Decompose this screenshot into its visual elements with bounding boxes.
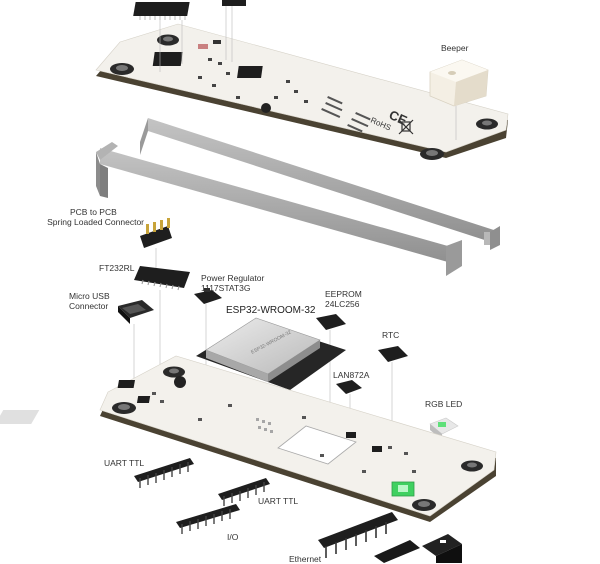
ethernet-jack <box>374 534 462 563</box>
micro-usb-connector <box>118 300 154 386</box>
ethernet-label: Ethernet <box>289 554 322 564</box>
bottom-pcb-via-grid <box>0 410 273 433</box>
top-pcb-smd-components <box>198 58 308 103</box>
weee-bin-icon <box>398 119 414 135</box>
bottom-pcb-chip <box>136 396 151 403</box>
beeper <box>429 59 489 140</box>
mounting-hole <box>420 148 444 160</box>
mounting-hole <box>476 118 498 130</box>
pcb-connector-label: PCB to PCB Spring Loaded Connector <box>40 207 144 227</box>
power-regulator-label-line2: 1117STAT3G <box>201 283 251 293</box>
micro-usb-label-line1: Micro USB <box>69 291 110 301</box>
io-header <box>176 504 240 534</box>
bottom-pcb <box>0 355 497 522</box>
mounting-hole <box>163 366 185 378</box>
io-label: I/O <box>227 532 239 542</box>
uart-ttl-header-left <box>134 458 194 488</box>
uart-ttl-right-label: UART TTL <box>258 496 299 506</box>
top-pcb-silkscreen <box>321 96 371 133</box>
enclosure-frame-rear <box>140 118 500 250</box>
power-regulator-label: Power Regulator 1117STAT3G <box>201 273 264 293</box>
mounting-hole <box>157 34 179 46</box>
enclosure-frame-front <box>96 142 462 276</box>
ethernet-cutout <box>277 425 357 465</box>
uart-ttl-left-label: UART TTL <box>104 458 145 468</box>
top-connector-header <box>133 2 190 20</box>
mounting-hole <box>461 460 483 472</box>
top-pcb: CE RoHS <box>95 0 509 160</box>
eeprom-label: EEPROM 24LC256 <box>325 289 362 309</box>
rgb-led-glow <box>398 485 408 492</box>
bottom-pcb-smd-components <box>152 392 416 473</box>
bottom-pcb-capacitor <box>174 376 186 388</box>
top-small-chip <box>222 0 246 6</box>
uart-ttl-header-right <box>218 478 270 506</box>
mounting-hole <box>110 63 134 75</box>
mounting-hole <box>412 499 436 511</box>
bottom-pcb-chip <box>372 446 382 452</box>
rtc-label: RTC <box>382 330 400 340</box>
pcb-connector-label-line2: Spring Loaded Connector <box>47 217 144 227</box>
bottom-pcb-chip <box>346 432 356 438</box>
rgb-led-label: RGB LED <box>425 399 463 409</box>
pcb-connector-label-line1: PCB to PCB <box>70 207 117 217</box>
mounting-hole <box>112 402 136 414</box>
long-pin-header <box>318 512 398 558</box>
spring-loaded-connector <box>140 218 172 268</box>
esp32-module: ESP32-WROOM-32 <box>196 317 346 410</box>
ce-mark: CE <box>387 107 410 128</box>
micro-usb-label-line2: Connector <box>69 301 109 311</box>
top-pcb-capacitor <box>261 103 271 113</box>
power-regulator <box>194 288 222 372</box>
top-pcb-chip <box>237 66 263 78</box>
lan872a-label: LAN872A <box>333 370 370 380</box>
top-pcb-resistor <box>213 40 221 44</box>
beeper-label: Beeper <box>441 43 469 53</box>
eeprom-label-line1: EEPROM <box>325 289 362 299</box>
micro-usb-label: Micro USB Connector <box>69 291 110 311</box>
ft232rl-label: FT232RL <box>99 263 135 273</box>
eeprom-label-line2: 24LC256 <box>325 299 360 309</box>
top-pcb-chip <box>152 52 183 66</box>
power-regulator-label-line1: Power Regulator <box>201 273 265 283</box>
bottom-pcb-chip <box>117 380 135 388</box>
alignment-lines <box>159 6 233 72</box>
top-pcb-resistor <box>198 44 208 49</box>
esp32-label: ESP32-WROOM-32 <box>226 305 316 316</box>
